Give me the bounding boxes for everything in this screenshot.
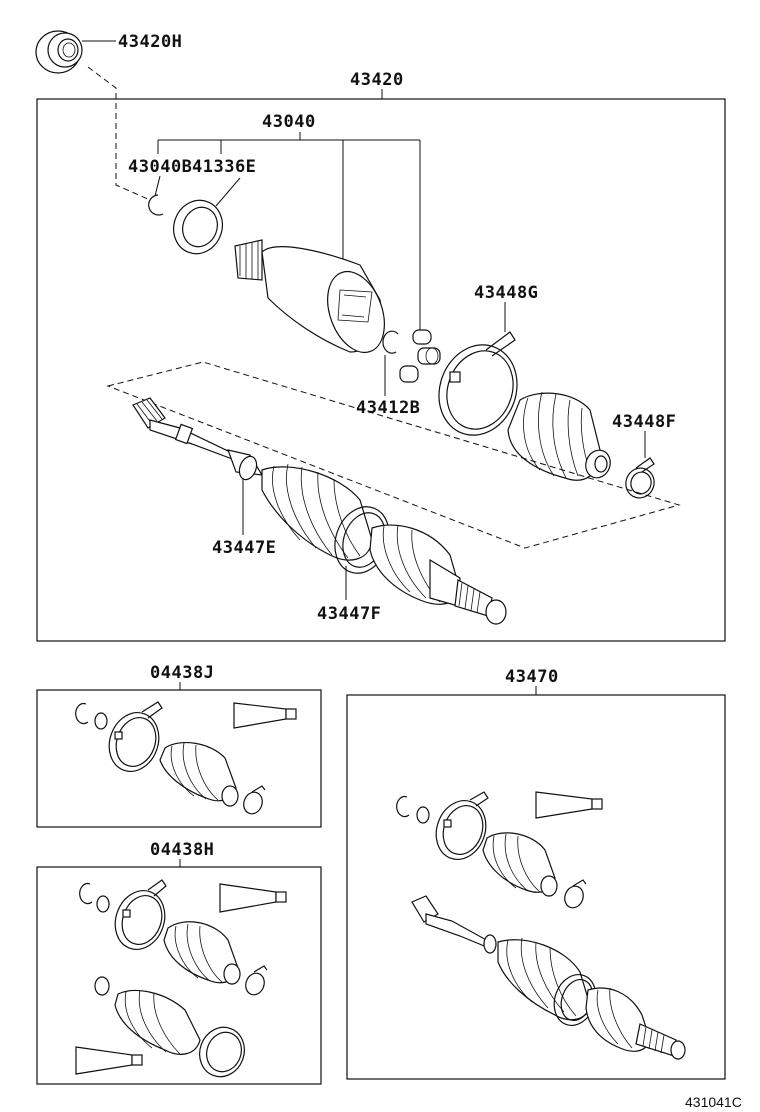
label-boot-clamp-447f: 43447F xyxy=(317,604,381,624)
label-boot-clamp-g: 43448G xyxy=(474,283,538,303)
oil-seal-icon xyxy=(35,30,83,74)
snap-ring-inner-icon xyxy=(382,330,399,354)
label-snap-ring-412b: 43412B xyxy=(356,398,420,418)
label-boot-clamp-f: 43448F xyxy=(612,412,676,432)
snap-ring-icon xyxy=(148,194,164,216)
frame-boot-kit-h xyxy=(36,866,322,1085)
shaft-kit-parts xyxy=(396,791,686,1060)
label-boot-kit-h: 04438H xyxy=(150,840,214,860)
boot-outboard-icon xyxy=(507,391,611,481)
diagram-reference: 431041C xyxy=(685,1094,742,1110)
label-oil-seal: 43420H xyxy=(118,32,182,52)
label-ring-e: 41336E xyxy=(192,157,256,177)
drive-shaft-icon xyxy=(132,397,507,625)
label-shaft-assy: 43420 xyxy=(350,70,404,90)
frame-boot-kit-j xyxy=(36,689,322,828)
label-snap-ring-b: 43040B xyxy=(128,157,192,177)
boot-kit-j-parts xyxy=(75,701,297,815)
ring-icon xyxy=(173,199,223,255)
tripod-joint-icon xyxy=(399,329,441,383)
label-boot-kit-j: 04438J xyxy=(150,663,214,683)
outboard-joint-icon xyxy=(234,239,385,354)
boot-kit-h-parts xyxy=(75,879,287,1078)
boot-clamp-small-icon xyxy=(625,457,655,499)
frame-shaft-assy xyxy=(36,98,726,642)
boot-clamp-large-icon xyxy=(438,331,518,436)
label-shaft-kit: 43470 xyxy=(505,667,559,687)
label-boot-clamp-447e: 43447E xyxy=(212,538,276,558)
label-outboard-joint: 43040 xyxy=(262,112,316,132)
